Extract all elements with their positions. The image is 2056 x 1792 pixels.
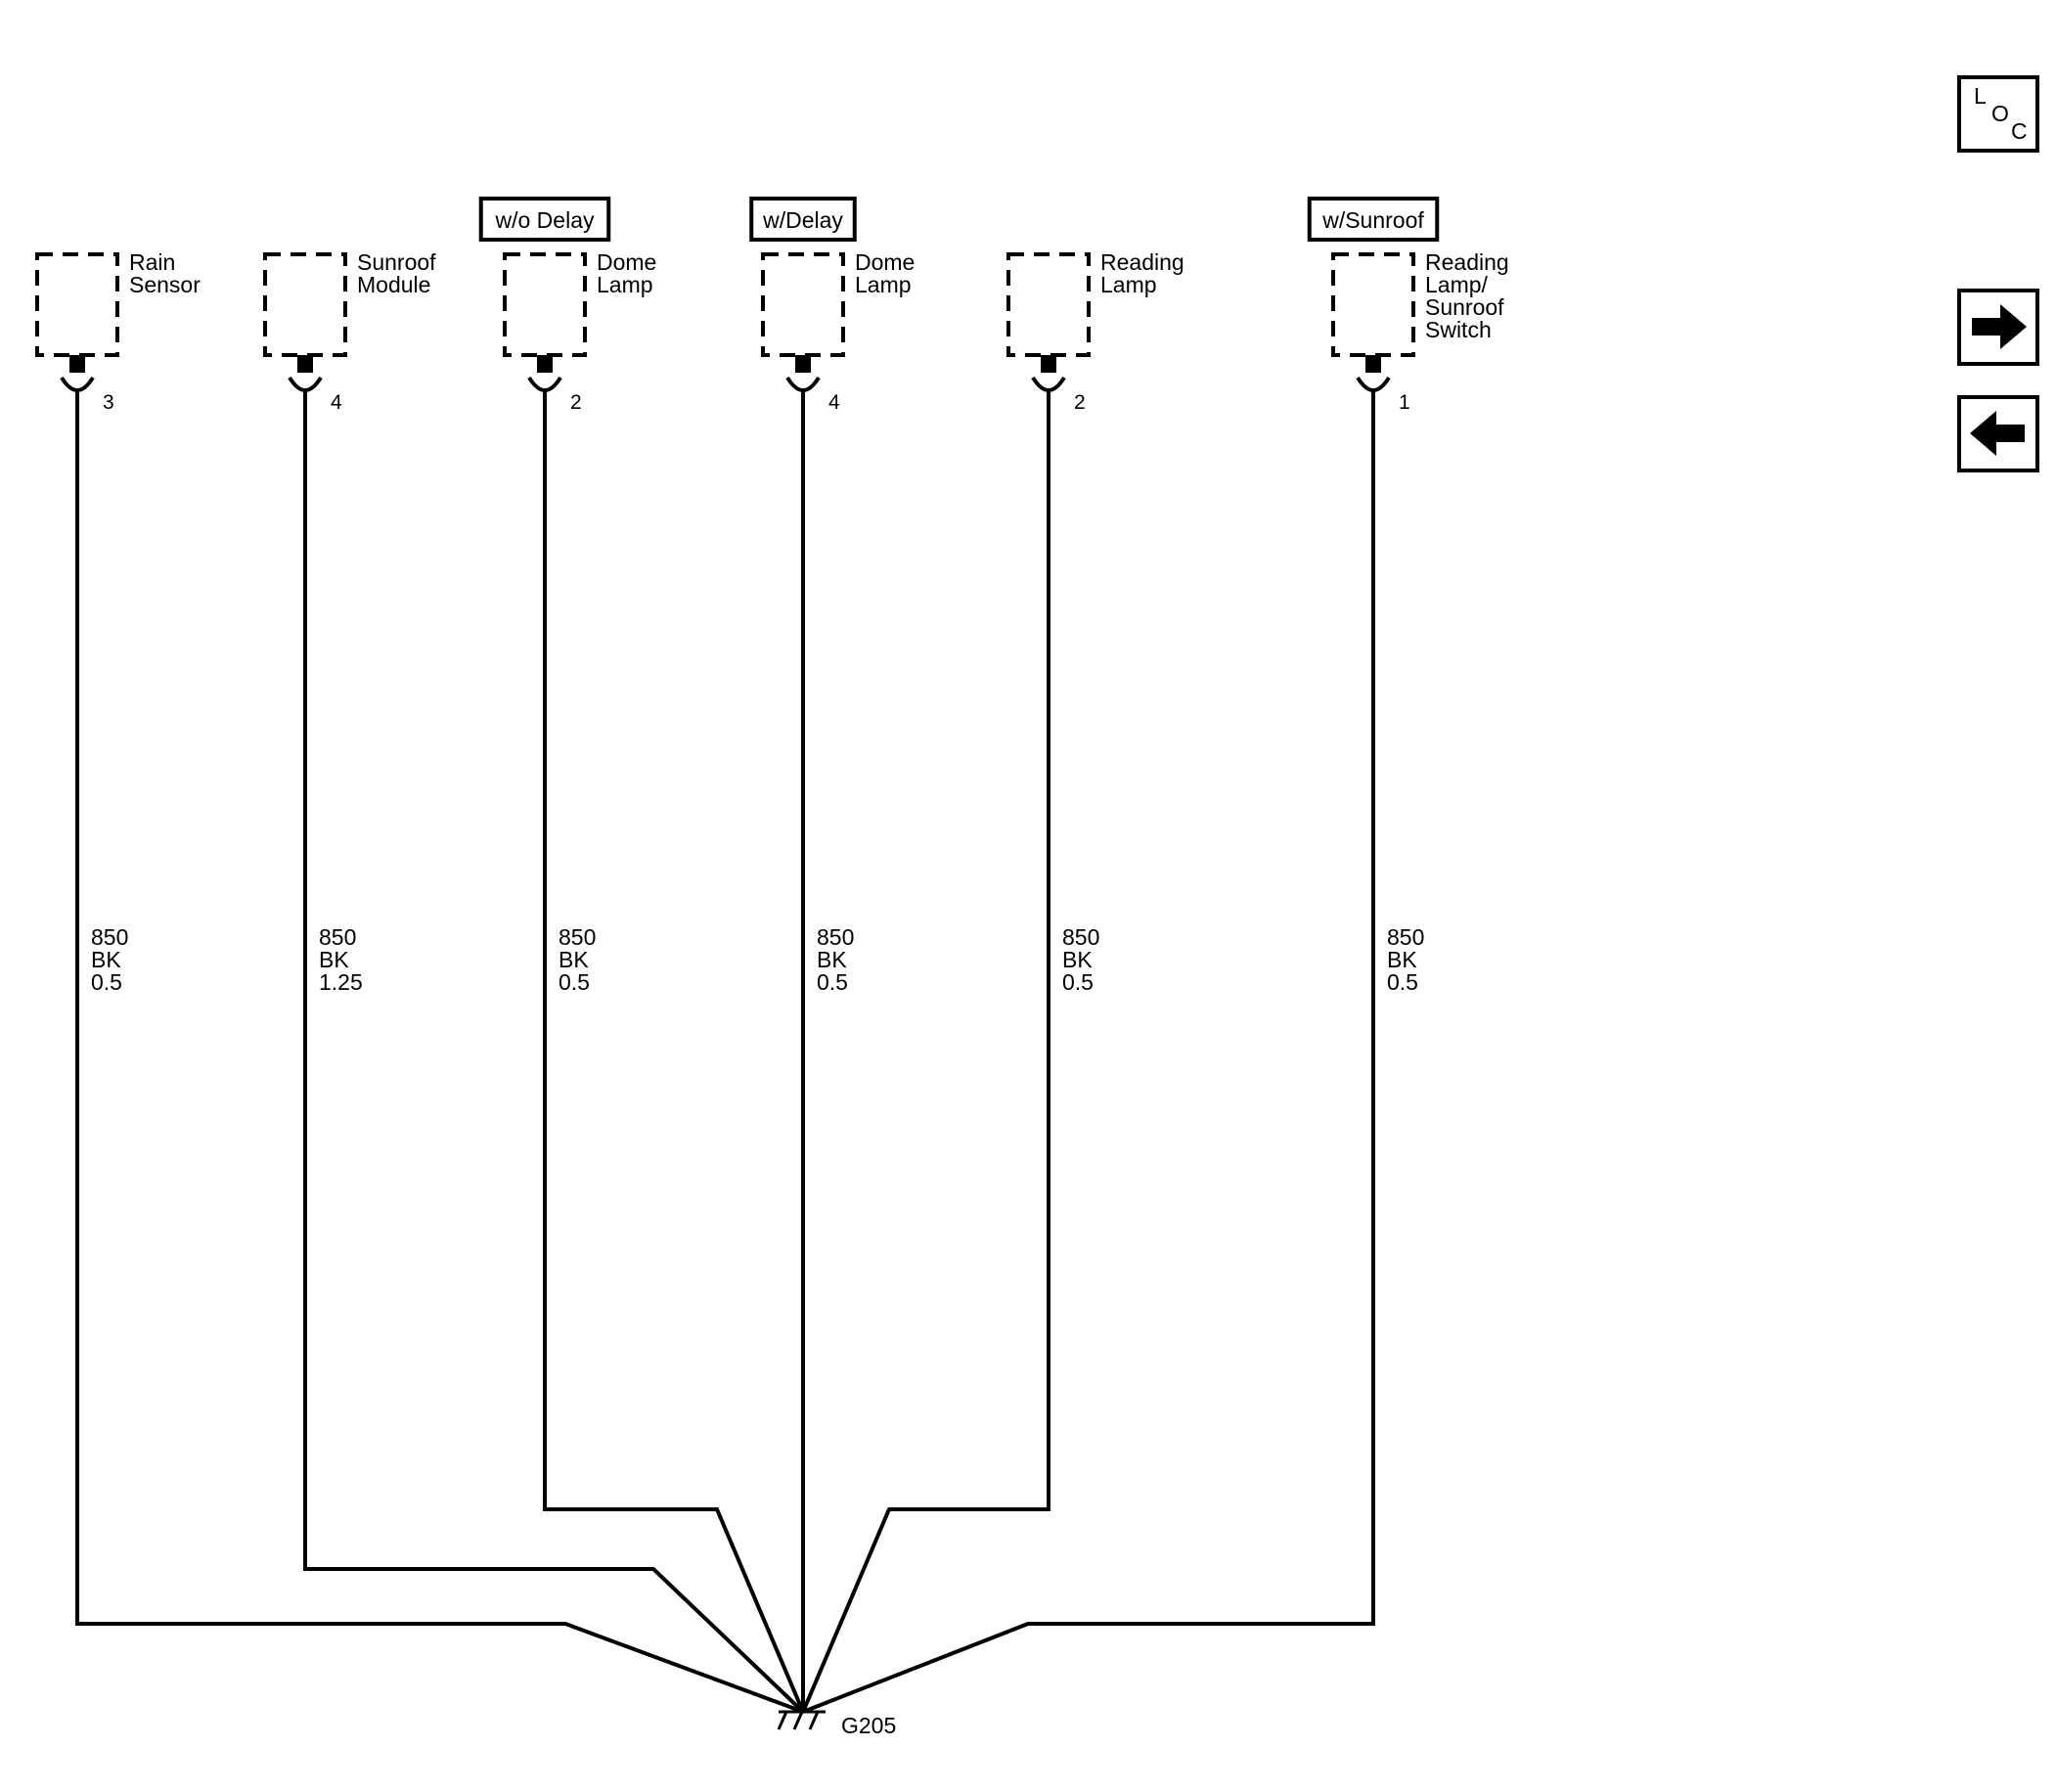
connector-cup bbox=[1356, 376, 1391, 392]
prev-page-button[interactable] bbox=[1957, 395, 2039, 472]
wire-gauge: 0.5 bbox=[559, 969, 590, 995]
wires: 850BK0.5850BK1.25850BK0.5850BK0.5850BK0.… bbox=[75, 391, 1424, 1714]
connector-cup bbox=[527, 376, 562, 392]
component-label: Sensor bbox=[129, 272, 201, 297]
arrow-right-icon bbox=[1972, 304, 2027, 349]
component-label: Rain bbox=[129, 249, 175, 275]
wire-color: BK bbox=[1387, 947, 1417, 972]
option-label: w/Delay bbox=[762, 207, 843, 233]
wire-color: BK bbox=[319, 947, 349, 972]
component-box bbox=[503, 252, 587, 357]
loc-letter-o: O bbox=[1991, 101, 2009, 126]
pin-number: 4 bbox=[828, 391, 840, 414]
terminal bbox=[537, 355, 553, 373]
option-badge bbox=[478, 197, 611, 242]
pin-number: 4 bbox=[331, 391, 342, 414]
option-badge bbox=[1307, 197, 1440, 242]
loc-letter-c: C bbox=[2011, 118, 2028, 144]
component-box bbox=[1331, 252, 1415, 357]
wire-dome-lamp-wo-delay bbox=[543, 391, 805, 1713]
wire-reading-lamp-sunroof-switch bbox=[802, 391, 1375, 1714]
component-label: Lamp bbox=[597, 272, 653, 297]
component-label: Lamp bbox=[1100, 272, 1157, 297]
component-label: Dome bbox=[855, 249, 915, 275]
wire-gauge: 1.25 bbox=[319, 969, 363, 995]
connector-cup bbox=[785, 376, 821, 392]
component-label: Dome bbox=[597, 249, 656, 275]
component-label: Module bbox=[357, 272, 430, 297]
wire-circuit: 850 bbox=[817, 924, 854, 950]
connector-cup bbox=[1031, 376, 1066, 392]
wire-circuit: 850 bbox=[559, 924, 596, 950]
component-label: Sunroof bbox=[1425, 294, 1504, 320]
arrow-left-icon bbox=[1970, 411, 2025, 456]
connector-cup bbox=[288, 376, 323, 392]
loc-letter-l: L bbox=[1974, 83, 1987, 109]
component-label: Lamp/ bbox=[1425, 272, 1489, 297]
component-label: Switch bbox=[1425, 317, 1492, 342]
wire-circuit: 850 bbox=[91, 924, 128, 950]
next-page-button[interactable] bbox=[1957, 289, 2039, 366]
wire-color: BK bbox=[1062, 947, 1093, 972]
component-box bbox=[263, 252, 347, 357]
terminal bbox=[297, 355, 313, 373]
pin-number: 1 bbox=[1399, 391, 1410, 414]
wire-circuit: 850 bbox=[1062, 924, 1099, 950]
wire-gauge: 0.5 bbox=[1062, 969, 1094, 995]
pin-number: 2 bbox=[570, 391, 582, 414]
wire-gauge: 0.5 bbox=[1387, 969, 1418, 995]
wire-gauge: 0.5 bbox=[817, 969, 848, 995]
pin-number: 2 bbox=[1074, 391, 1086, 414]
component-label: Sunroof bbox=[357, 249, 436, 275]
wire-reading-lamp bbox=[801, 391, 1050, 1713]
location-button[interactable]: L O C bbox=[1957, 75, 2039, 153]
ground-label: G205 bbox=[841, 1713, 896, 1738]
connector-cup bbox=[60, 376, 95, 392]
component-box bbox=[761, 252, 845, 357]
option-badge bbox=[749, 197, 857, 242]
component-label: Lamp bbox=[855, 272, 912, 297]
component-label: Reading bbox=[1425, 249, 1509, 275]
wire-color: BK bbox=[91, 947, 121, 972]
terminal bbox=[1365, 355, 1381, 373]
wire-color: BK bbox=[559, 947, 589, 972]
wire-color: BK bbox=[817, 947, 847, 972]
component-box bbox=[35, 252, 119, 357]
wire-circuit: 850 bbox=[1387, 924, 1424, 950]
pin-number: 3 bbox=[103, 391, 114, 414]
terminal bbox=[69, 355, 85, 373]
option-label: w/Sunroof bbox=[1321, 207, 1424, 233]
ground-symbol bbox=[777, 1710, 826, 1730]
component-box bbox=[1006, 252, 1091, 357]
component-label: Reading bbox=[1100, 249, 1184, 275]
wire-gauge: 0.5 bbox=[91, 969, 122, 995]
terminal bbox=[1041, 355, 1056, 373]
option-label: w/o Delay bbox=[495, 207, 595, 233]
wire-sunroof-module bbox=[303, 391, 805, 1714]
terminal bbox=[795, 355, 811, 373]
wire-circuit: 850 bbox=[319, 924, 356, 950]
wire-rain-sensor bbox=[75, 391, 804, 1714]
